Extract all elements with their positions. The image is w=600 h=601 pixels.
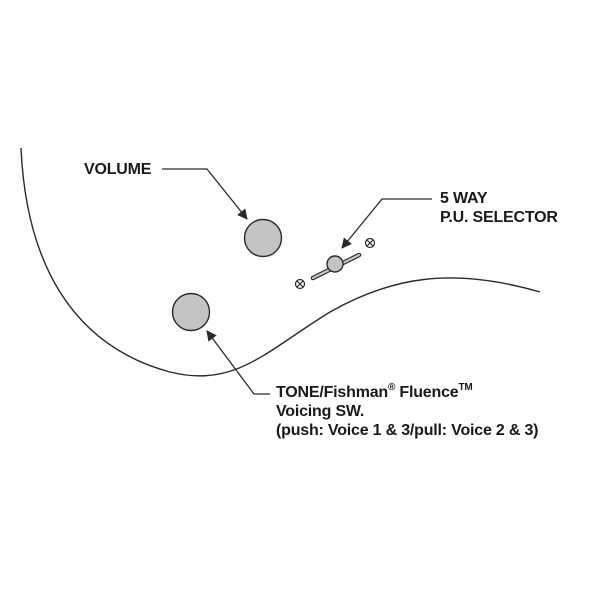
volume-knob[interactable]: [243, 218, 283, 258]
volume-label: VOLUME: [84, 160, 151, 179]
registered-mark: ®: [388, 381, 396, 393]
guitar-body-outline: [20, 147, 541, 377]
tone-leader-arrow: [206, 330, 270, 395]
tone-label-line1: TONE/Fishman® FluenceTM: [276, 381, 538, 402]
volume-leader-arrow: [162, 168, 248, 220]
selector-leader-arrow: [341, 198, 432, 249]
screw-icon: [364, 237, 376, 249]
volume-label-text: VOLUME: [84, 161, 152, 178]
pickup-selector-label: 5 WAY P.U. SELECTOR: [440, 189, 558, 227]
tone-label-line3: (push: Voice 1 & 3/pull: Voice 2 & 3): [276, 422, 539, 439]
tone-label-product: Fluence: [395, 384, 459, 401]
tone-knob[interactable]: [171, 292, 211, 332]
trademark-mark: TM: [458, 381, 473, 393]
pickup-selector[interactable]: [310, 252, 362, 281]
screw-icon: [294, 278, 306, 290]
tone-label: TONE/Fishman® FluenceTM Voicing SW. (pus…: [276, 381, 539, 440]
selector-label-line2: P.U. SELECTOR: [440, 209, 558, 226]
tone-label-line2: Voicing SW.: [276, 403, 365, 420]
tone-label-main: TONE/Fishman: [276, 384, 388, 401]
selector-knob[interactable]: [326, 255, 344, 273]
selector-label-line1: 5 WAY: [440, 190, 488, 207]
